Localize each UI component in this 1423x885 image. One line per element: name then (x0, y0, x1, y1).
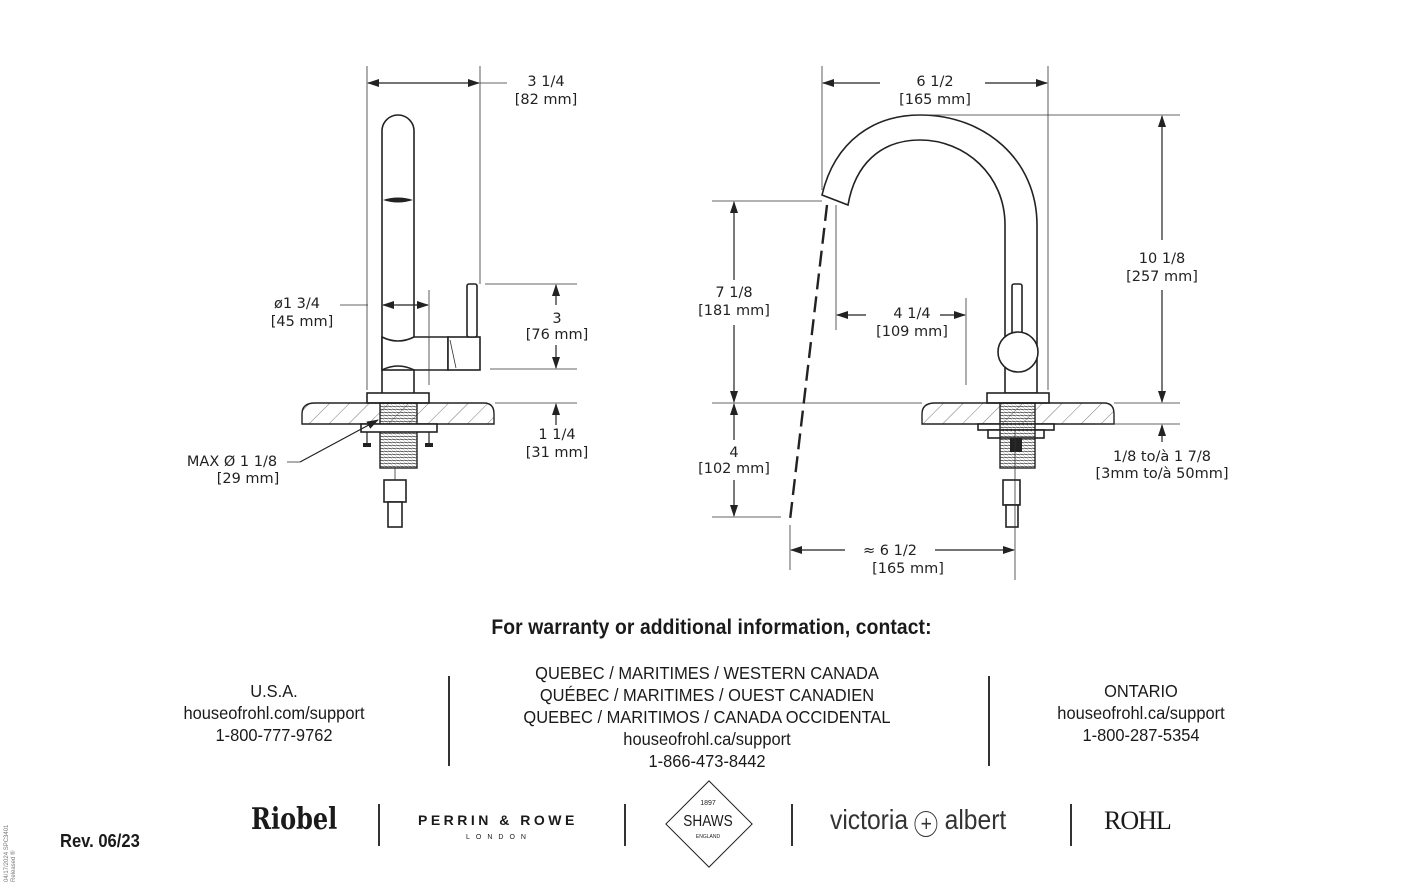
dim-diameter: ø1 3/4 (274, 296, 320, 312)
phone-number: 1-866-473-8442 (648, 751, 766, 771)
dim-below: 4 (729, 445, 738, 461)
plus-circle-icon: + (914, 811, 938, 837)
phone-number: 1-800-777-9762 (215, 725, 333, 745)
dim-reach-mm: [165 mm] (899, 92, 971, 108)
rohl-logo: ROHL (1104, 806, 1172, 835)
dim-deck-range: 1/8 to/à 1 7/8 (1113, 449, 1211, 465)
stamp-line: Released ® (11, 850, 17, 882)
perrin-rowe-logo: PERRIN & ROWE (418, 812, 578, 828)
stamp-line: 04/17/2024 SPC3401 (4, 824, 10, 882)
dim-width: 3 1/4 (527, 74, 564, 90)
shaws-year: 1897 (700, 800, 716, 807)
dim-spout-reach-mm: [109 mm] (876, 324, 948, 340)
logo-word: albert (944, 804, 1007, 835)
divider (624, 804, 626, 846)
contact-canada: QUEBEC / MARITIMES / WESTERN CANADA QUÉB… (472, 662, 942, 772)
dim-deck-mm: [31 mm] (526, 445, 589, 461)
dim-hole-mm: [29 mm] (217, 471, 280, 487)
victoria-albert-logo: victoria + albert (830, 804, 1006, 837)
region-label: QUEBEC / MARITIMES / WESTERN CANADA (535, 663, 879, 683)
shaws-name: SHAWS (683, 813, 733, 830)
dim-diameter-mm: [45 mm] (271, 314, 334, 330)
release-stamp: 04/17/2024 SPC3401 Released ® (4, 825, 18, 882)
phone-number: 1-800-287-5354 (1082, 725, 1200, 745)
divider (791, 804, 793, 846)
divider (448, 676, 450, 766)
dim-reach: 6 1/2 (916, 74, 953, 90)
dim-height-mm: [257 mm] (1126, 269, 1198, 285)
logo-word: victoria (830, 804, 909, 835)
dim-hole: MAX Ø 1 1/8 (187, 454, 277, 470)
dim-width-mm: [82 mm] (515, 92, 578, 108)
region-label-fr: QUÉBEC / MARITIMES / OUEST CANADIEN (539, 685, 875, 705)
support-link[interactable]: houseofrohl.ca/support (1057, 703, 1225, 723)
front-view-faucet: 6 1/2 [165 mm] 10 1/8 [257 mm] 7 1/8 [18… (698, 66, 1229, 580)
contact-ontario: ONTARIO houseofrohl.ca/support 1-800-287… (1000, 680, 1282, 746)
dim-spout-height-mm: [181 mm] (698, 303, 770, 319)
perrin-rowe-sub: LONDON (466, 834, 532, 841)
dim-stream-mm: [165 mm] (872, 561, 944, 577)
dim-stream: ≈ 6 1/2 (863, 543, 917, 559)
divider (988, 676, 990, 766)
contact-usa: U.S.A. houseofrohl.com/support 1-800-777… (133, 680, 415, 746)
revision-label: Rev. 06/23 (60, 831, 140, 851)
dim-deck-range-mm: [3mm to/à 50mm] (1095, 466, 1228, 482)
support-link[interactable]: houseofrohl.com/support (183, 703, 365, 723)
dim-below-mm: [102 mm] (698, 461, 770, 477)
region-label-es: QUEBEC / MARITIMOS / CANADA OCCIDENTAL (523, 707, 891, 727)
support-link[interactable]: houseofrohl.ca/support (623, 729, 791, 749)
divider (378, 804, 380, 846)
dim-deck: 1 1/4 (538, 427, 575, 443)
divider (1070, 804, 1072, 846)
riobel-logo: Riobel (251, 802, 338, 837)
region-label: U.S.A. (250, 681, 298, 701)
dim-spout-reach: 4 1/4 (893, 306, 930, 322)
dim-handle-height: 3 (552, 311, 561, 327)
region-label: ONTARIO (1104, 681, 1178, 701)
side-view-faucet: 3 1/4 [82 mm] ø1 3/4 [45 mm] 3 [76 mm] 1… (187, 66, 589, 528)
contact-heading: For warranty or additional information, … (491, 616, 932, 639)
dim-spout-height: 7 1/8 (715, 285, 752, 301)
dim-handle-height-mm: [76 mm] (526, 327, 589, 343)
dim-height: 10 1/8 (1139, 251, 1185, 267)
shaws-sub: ENGLAND (695, 834, 721, 840)
